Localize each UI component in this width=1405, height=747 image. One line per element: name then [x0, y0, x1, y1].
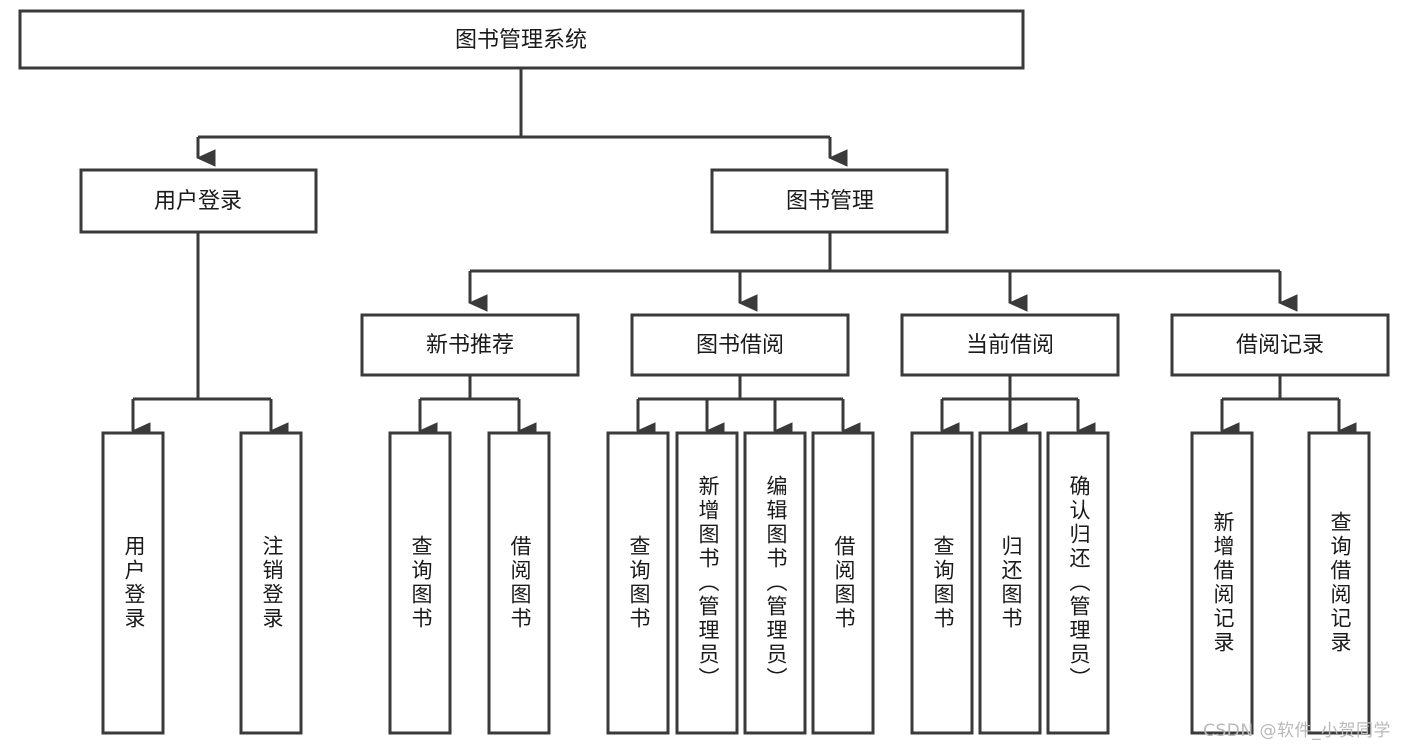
node-leaf-borrow-book-2[interactable]: 借阅图书	[811, 431, 875, 735]
node-current-borrow-label: 当前借阅	[966, 333, 1054, 358]
edge-group-user-login-to-leaves	[131, 232, 289, 440]
node-leaf-user-login-box[interactable]	[101, 431, 165, 735]
node-leaf-query-book-2-label: 查询图书	[627, 535, 651, 631]
node-leaf-borrow-book-2-label: 借阅图书	[832, 535, 856, 631]
node-book-borrow[interactable]: 图书借阅	[630, 313, 850, 377]
node-leaf-query-book-1[interactable]: 查询图书	[388, 431, 452, 735]
node-leaf-add-record-label: 新增借阅记录	[1211, 511, 1235, 655]
node-user-login-label: 用户登录	[154, 189, 242, 214]
node-book-management-box[interactable]	[710, 168, 949, 234]
node-leaf-user-logout-label: 注销登录	[260, 535, 284, 631]
node-leaf-confirm-return-label: 确认归还（管理员）	[1067, 475, 1091, 691]
node-leaf-user-logout-box[interactable]	[239, 431, 303, 735]
edge-group-current-borrow-to-leaves	[940, 375, 1096, 440]
node-leaf-edit-book-box[interactable]	[743, 431, 807, 735]
node-leaf-query-book-1-label: 查询图书	[409, 535, 433, 631]
node-leaf-confirm-return[interactable]: 确认归还（管理员）	[1046, 431, 1110, 735]
node-leaf-add-book-label: 新增图书（管理员）	[696, 475, 720, 691]
node-book-management-label: 图书管理	[786, 189, 874, 214]
node-leaf-query-record-label: 查询借阅记录	[1328, 511, 1352, 655]
node-user-login-box[interactable]	[79, 168, 318, 234]
node-leaf-query-book-3[interactable]: 查询图书	[910, 431, 974, 735]
node-leaf-query-book-3-box[interactable]	[910, 431, 974, 735]
node-leaf-borrow-book-1-box[interactable]	[487, 431, 551, 735]
node-leaf-edit-book[interactable]: 编辑图书（管理员）	[743, 431, 807, 735]
node-leaf-query-record[interactable]: 查询借阅记录	[1307, 431, 1371, 735]
node-new-book-recommend-label: 新书推荐	[426, 333, 514, 358]
node-leaf-user-logout[interactable]: 注销登录	[239, 431, 303, 735]
edge-group-book-borrow-to-leaves	[636, 375, 861, 440]
edge-group-borrow-record-to-leaves	[1220, 375, 1357, 440]
node-borrow-record[interactable]: 借阅记录	[1170, 313, 1390, 377]
node-leaf-add-book-box[interactable]	[675, 431, 739, 735]
node-leaf-query-record-box[interactable]	[1307, 431, 1371, 735]
node-leaf-query-book-2[interactable]: 查询图书	[606, 431, 670, 735]
watermark-text: CSDN @软件_小贺同学	[1203, 721, 1391, 741]
node-leaf-borrow-book-1-label: 借阅图书	[508, 535, 532, 631]
node-borrow-record-label: 借阅记录	[1236, 333, 1324, 358]
node-leaf-user-login-label: 用户登录	[122, 535, 146, 631]
edge-group-root-to-level2	[196, 68, 848, 167]
node-leaf-query-book-2-box[interactable]	[606, 431, 670, 735]
node-root[interactable]: 图书管理系统	[18, 9, 1025, 70]
node-leaf-query-book-3-label: 查询图书	[931, 535, 955, 631]
node-leaf-borrow-book-2-box[interactable]	[811, 431, 875, 735]
node-leaf-add-record[interactable]: 新增借阅记录	[1190, 431, 1254, 735]
node-book-management[interactable]: 图书管理	[710, 168, 949, 234]
node-leaf-return-book-box[interactable]	[978, 431, 1042, 735]
node-current-borrow-box[interactable]	[900, 313, 1120, 377]
node-book-borrow-label: 图书借阅	[696, 333, 784, 358]
node-book-borrow-box[interactable]	[630, 313, 850, 377]
node-new-book-recommend[interactable]: 新书推荐	[360, 313, 580, 377]
node-current-borrow[interactable]: 当前借阅	[900, 313, 1120, 377]
node-user-login[interactable]: 用户登录	[79, 168, 318, 234]
edge-group-book-management-to-level3	[468, 232, 1298, 312]
node-leaf-return-book-label: 归还图书	[999, 535, 1023, 631]
node-leaf-borrow-book-1[interactable]: 借阅图书	[487, 431, 551, 735]
node-leaf-add-book[interactable]: 新增图书（管理员）	[675, 431, 739, 735]
node-leaf-return-book[interactable]: 归还图书	[978, 431, 1042, 735]
node-borrow-record-box[interactable]	[1170, 313, 1390, 377]
node-new-book-recommend-box[interactable]	[360, 313, 580, 377]
edge-group-new-book-recommend-to-leaves	[418, 375, 537, 440]
node-root-box[interactable]	[18, 9, 1025, 70]
node-leaf-edit-book-label: 编辑图书（管理员）	[764, 475, 788, 691]
node-leaf-confirm-return-box[interactable]	[1046, 431, 1110, 735]
node-leaf-add-record-box[interactable]	[1190, 431, 1254, 735]
node-leaf-user-login[interactable]: 用户登录	[101, 431, 165, 735]
node-leaf-query-book-1-box[interactable]	[388, 431, 452, 735]
node-root-label: 图书管理系统	[455, 28, 587, 53]
